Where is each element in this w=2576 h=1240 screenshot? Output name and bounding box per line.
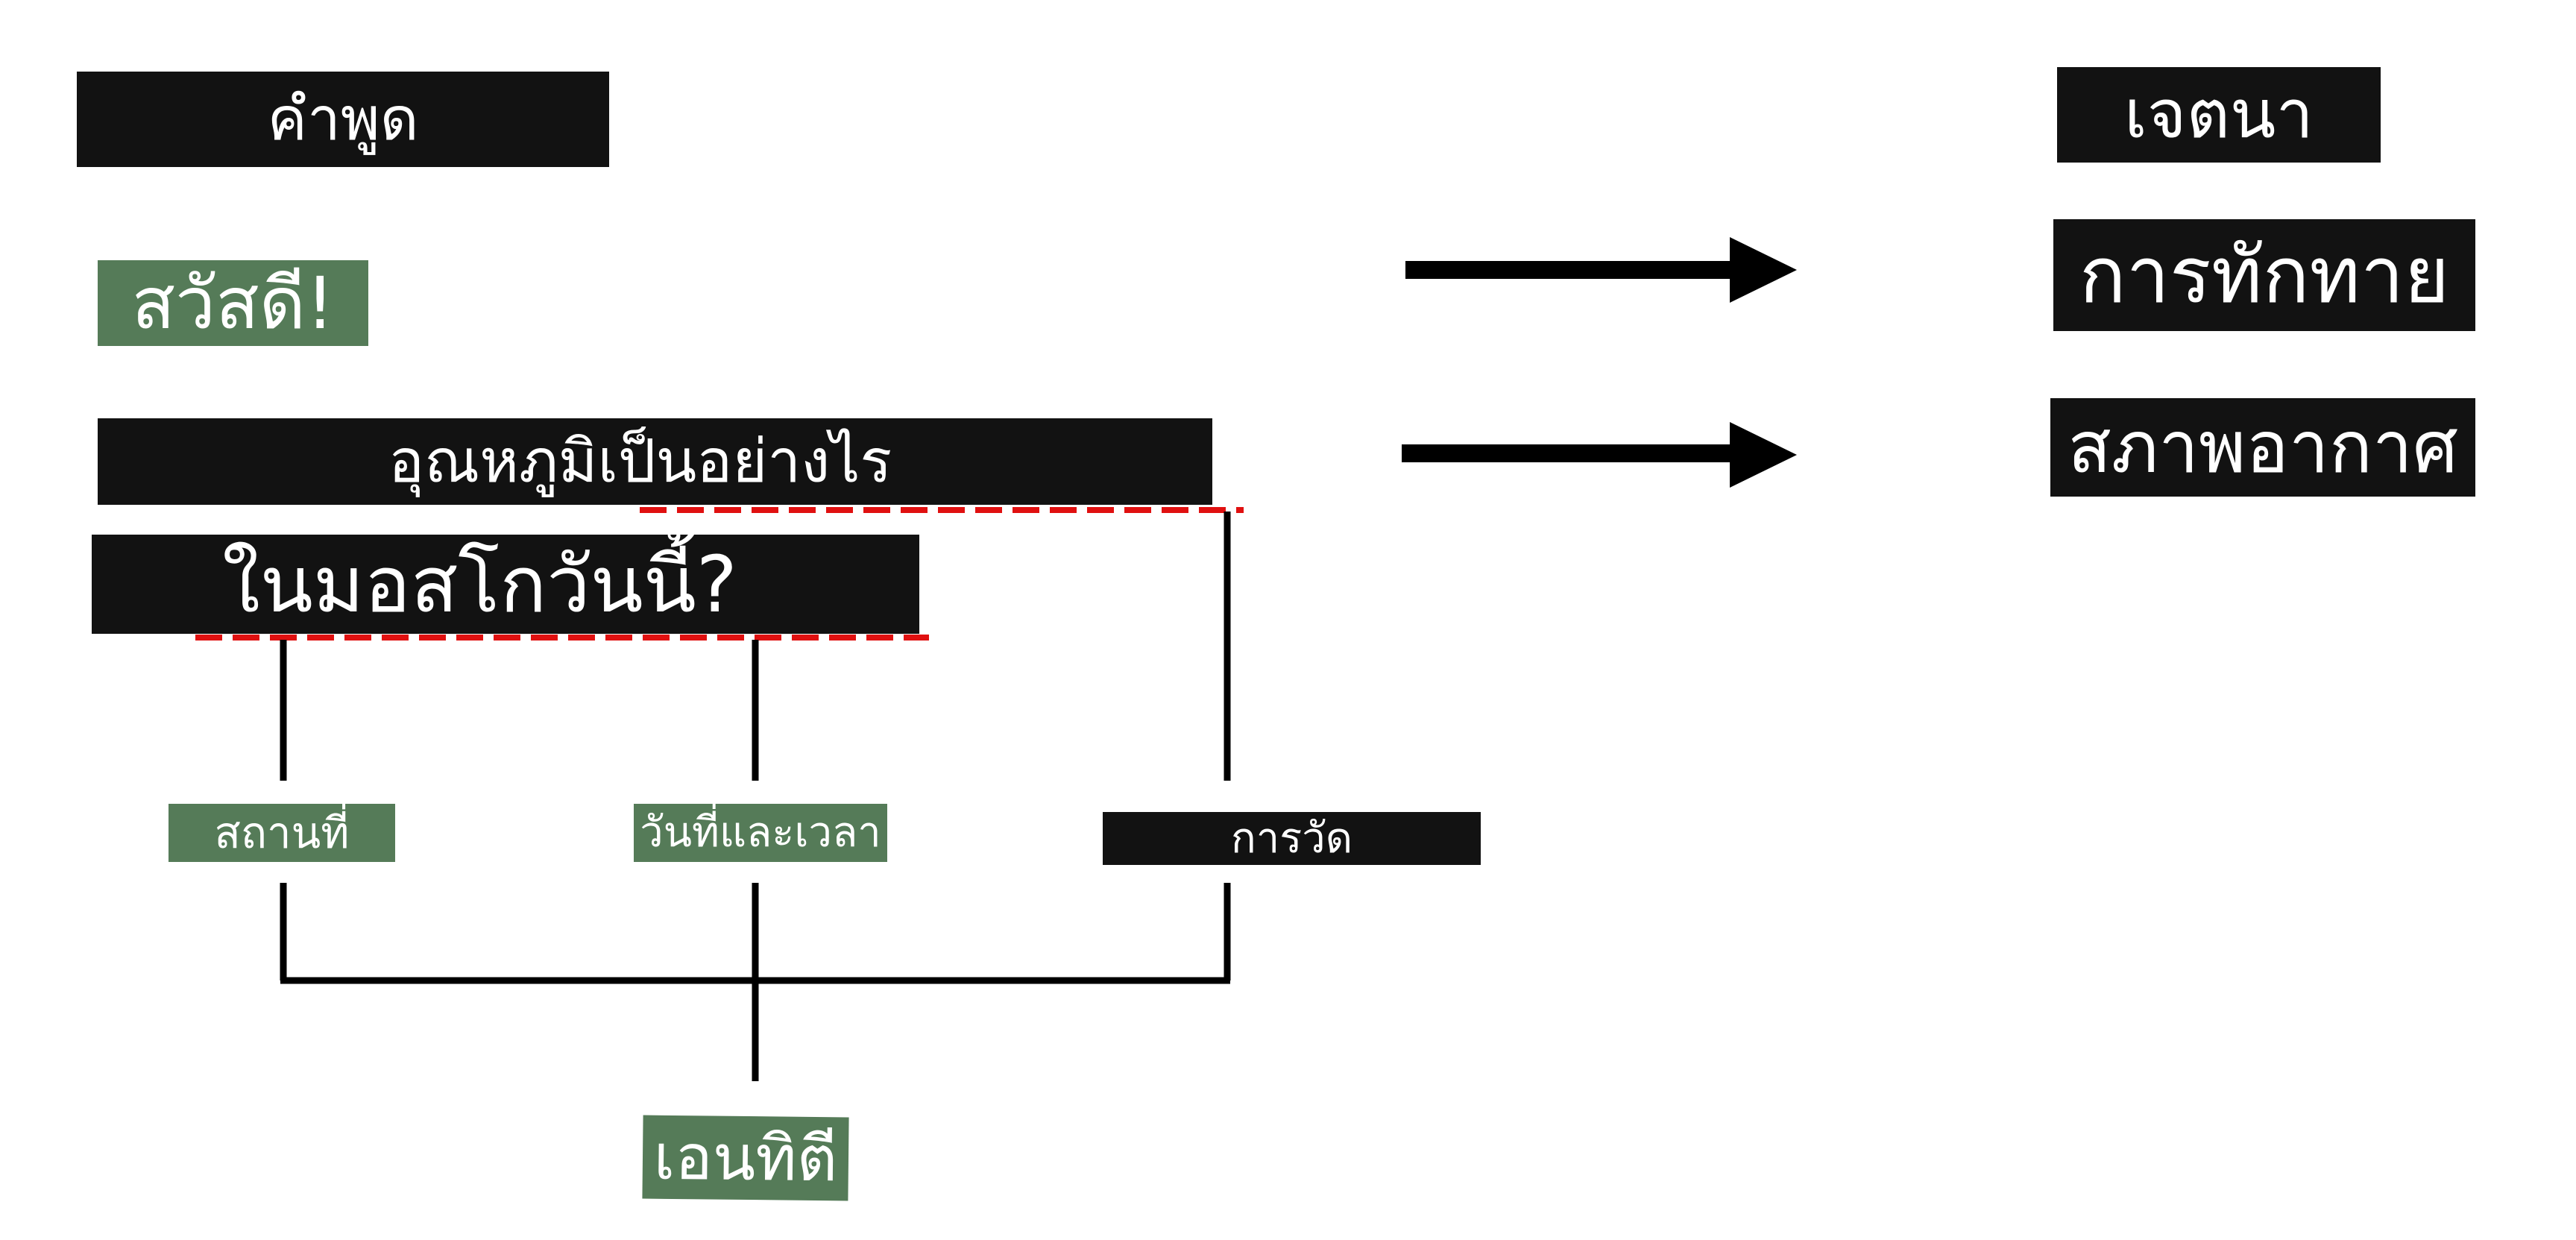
unit-entity: การวัด bbox=[1103, 812, 1481, 865]
weather-intent: สภาพอากาศ bbox=[2050, 398, 2475, 497]
entity-span-underlines bbox=[195, 507, 1244, 641]
entity-label: เอนทิตี bbox=[642, 1115, 849, 1201]
question-utterance-line2: ในมอสโกวันนี้? bbox=[92, 535, 919, 634]
arrow-question-to-intent bbox=[1402, 422, 1797, 488]
location-entity: สถานที่ bbox=[169, 804, 395, 862]
entity-group-bracket bbox=[280, 883, 1231, 1081]
greeting-utterance: สวัสดี! bbox=[98, 260, 368, 346]
utterance-header: คำพูด bbox=[77, 72, 609, 167]
greeting-intent: การทักทาย bbox=[2053, 219, 2475, 331]
datetime-entity: วันที่และเวลา bbox=[634, 804, 887, 862]
intent-header: เจตนา bbox=[2057, 67, 2381, 163]
span-to-entity-lines bbox=[280, 512, 1231, 781]
question-utterance-line1: อุณหภูมิเป็นอย่างไร bbox=[98, 418, 1212, 505]
arrow-greeting-to-intent bbox=[1405, 237, 1797, 303]
